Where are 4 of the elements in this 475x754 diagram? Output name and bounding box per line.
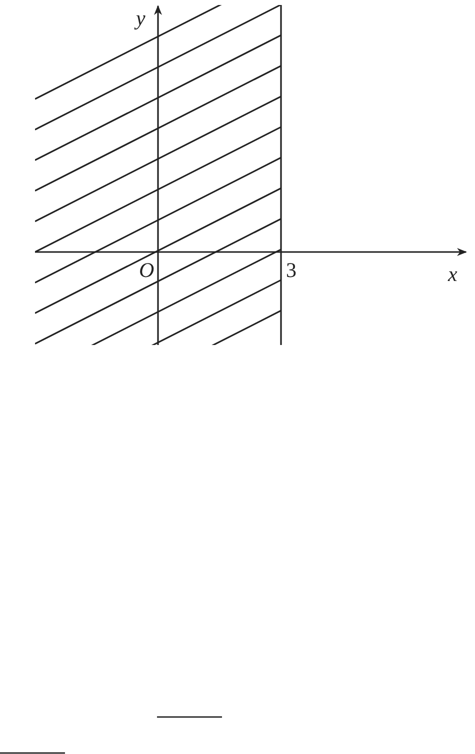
origin-label: O bbox=[139, 259, 154, 281]
axis-label: x bbox=[448, 263, 458, 285]
axis-label: y bbox=[136, 7, 146, 29]
tick-label: 3 bbox=[286, 259, 296, 281]
